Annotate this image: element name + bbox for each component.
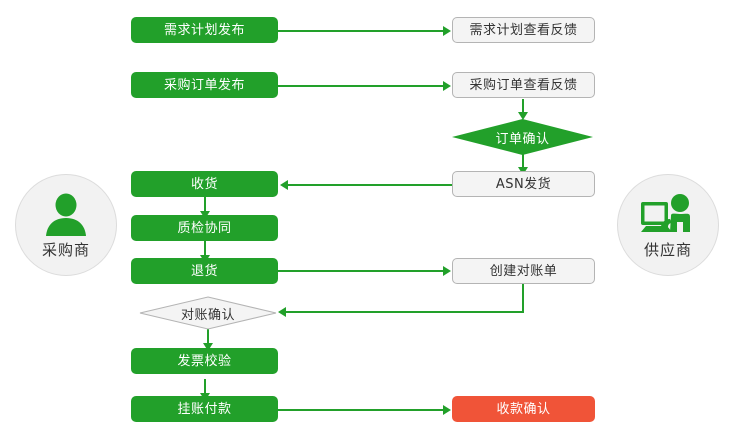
edge-quality-to-return	[204, 241, 206, 258]
node-demand-plan-feedback[interactable]: 需求计划查看反馈	[452, 17, 595, 43]
node-label: 订单确认	[495, 131, 550, 147]
actor-label: 供应商	[643, 240, 692, 259]
person-icon	[38, 191, 94, 237]
node-label: 质检协同	[177, 220, 232, 236]
arrowhead-order-confirm	[518, 112, 528, 120]
arrowhead-goods-receipt	[280, 180, 288, 190]
node-po-publish[interactable]: 采购订单发布	[131, 72, 278, 98]
actor-supplier[interactable]: 供应商	[617, 174, 719, 276]
edge-demand-plan-publish-to-feedback	[278, 30, 444, 32]
arrowhead-create-statement	[443, 266, 451, 276]
node-label: 需求计划查看反馈	[469, 22, 578, 38]
node-label: 采购订单发布	[163, 77, 245, 93]
diamond-shape-gray	[139, 296, 277, 330]
node-label: 发票校验	[177, 353, 232, 369]
diamond-shape-green	[452, 119, 593, 155]
node-receipt-confirm[interactable]: 收款确认	[452, 396, 595, 422]
edge-po-publish-to-feedback	[278, 85, 444, 87]
node-invoice-verify[interactable]: 发票校验	[131, 348, 278, 374]
node-label: 创建对账单	[489, 263, 558, 279]
node-po-feedback[interactable]: 采购订单查看反馈	[452, 72, 595, 98]
node-asn-shipment[interactable]: ASN发货	[452, 171, 595, 197]
node-label: 收货	[190, 176, 218, 192]
actor-label: 采购商	[41, 240, 90, 259]
node-label: 退货	[190, 263, 218, 279]
edge-pending-payment-to-receipt	[278, 409, 444, 411]
edge-create-statement-down	[522, 284, 524, 312]
node-order-confirm[interactable]: 订单确认	[452, 119, 593, 155]
arrowhead-statement-confirm	[278, 307, 286, 317]
edge-goods-receipt-to-quality	[204, 197, 206, 214]
person-at-computer-icon	[640, 191, 696, 237]
edge-po-feedback-to-order-confirm	[522, 99, 524, 116]
node-pending-payment[interactable]: 挂账付款	[131, 396, 278, 422]
edge-statement-confirm-to-invoice	[207, 329, 209, 346]
edge-create-statement-to-confirm	[286, 311, 524, 313]
edge-invoice-to-pending-payment	[204, 379, 206, 396]
edge-order-confirm-to-asn	[522, 153, 524, 171]
node-label: 收款确认	[496, 401, 551, 417]
arrowhead-demand-plan-feedback	[443, 26, 451, 36]
edge-asn-to-goods-receipt	[288, 184, 452, 186]
node-label: 对账确认	[180, 307, 235, 323]
node-demand-plan-publish[interactable]: 需求计划发布	[131, 17, 278, 43]
node-label: 采购订单查看反馈	[469, 77, 578, 93]
edge-return-to-create-statement	[278, 270, 444, 272]
node-return-goods[interactable]: 退货	[131, 258, 278, 284]
node-goods-receipt[interactable]: 收货	[131, 171, 278, 197]
arrowhead-invoice-verify	[203, 343, 213, 351]
actor-buyer[interactable]: 采购商	[15, 174, 117, 276]
node-label: ASN发货	[495, 176, 552, 192]
node-statement-confirm[interactable]: 对账确认	[139, 296, 277, 330]
arrowhead-po-feedback	[443, 81, 451, 91]
node-label: 需求计划发布	[163, 22, 245, 38]
node-label: 挂账付款	[177, 401, 232, 417]
node-quality-collab[interactable]: 质检协同	[131, 215, 278, 241]
arrowhead-receipt-confirm	[443, 405, 451, 415]
node-create-statement[interactable]: 创建对账单	[452, 258, 595, 284]
